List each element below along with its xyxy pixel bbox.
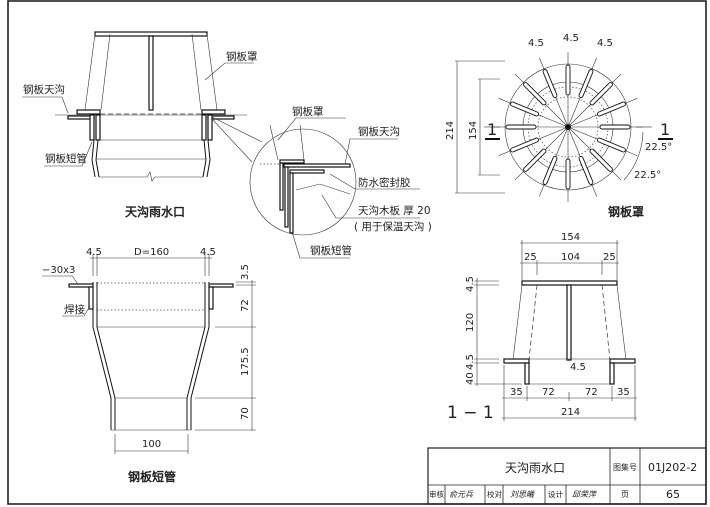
cover-slot <box>523 148 547 172</box>
cover-slot <box>565 64 571 96</box>
cover-slot <box>599 124 631 130</box>
label-pipe: 钢板短管 <box>45 152 87 165</box>
detail-label-board: 天沟木板 厚 20 <box>358 204 431 217</box>
page-label: 页 <box>621 490 629 499</box>
cover-slot <box>505 124 537 130</box>
cover-slot <box>510 137 540 153</box>
dim-b4: 35 <box>617 387 630 398</box>
dim-taper: 175.5 <box>240 347 251 376</box>
slot-width-2: 4.5 <box>563 33 579 44</box>
cover-slot <box>589 82 613 106</box>
center-hub <box>565 124 571 130</box>
short-pipe-title: 钢板短管 <box>128 469 176 484</box>
detail-label-cover: 钢板罩 <box>292 105 324 118</box>
title-block: 天沟雨水口 图集号 01J202-2 审核 俞元兵 校对 刘思曦 设计 邱荣萍 … <box>427 447 707 505</box>
check-signature: 刘思曦 <box>510 490 535 499</box>
slot-width-1: 4.5 <box>528 38 544 49</box>
dim-diameter: D=160 <box>134 247 169 258</box>
detail-label-gutter: 钢板天沟 <box>358 125 400 138</box>
cover-slot <box>542 69 558 99</box>
design-signature: 邱荣萍 <box>572 490 598 499</box>
cover-stem <box>148 35 154 111</box>
angle-label-1: 22.5° <box>645 142 672 153</box>
cover-slot <box>578 155 594 185</box>
cover-slot <box>523 82 547 106</box>
detail-label-sealant: 防水密封胶 <box>358 176 411 189</box>
detail-view: 钢板罩 钢板天沟 防水密封胶 天沟木板 厚 20 ( 用于保温天沟 ) 钢板短管 <box>249 105 432 259</box>
atlas-no: 01J202-2 <box>648 461 697 474</box>
short-pipe-view: 4.5 D=160 4.5 −30x3 焊接 3.5 72 175.5 70 1… <box>42 247 256 484</box>
dim-plate-bottom: 4.5 <box>465 354 476 370</box>
dim-stem: 4.5 <box>570 362 586 373</box>
weld-label: 焊接 <box>64 303 85 316</box>
sheet-border <box>7 0 707 505</box>
dim-top: 3.5 <box>240 264 251 280</box>
dim-outer: 214 <box>445 121 456 140</box>
section-mark-right: 1 <box>660 120 670 139</box>
check-label: 校对 <box>487 489 502 499</box>
cover-slot <box>596 137 626 153</box>
cover-slot <box>596 101 626 117</box>
design-label: 设计 <box>548 489 563 499</box>
dim-b1: 35 <box>510 387 523 398</box>
cover-slot <box>565 158 571 190</box>
section-mark-left: 1 <box>487 120 497 139</box>
dim-inner: 154 <box>468 121 479 140</box>
dim-height: 120 <box>465 313 476 332</box>
section-title: 1 − 1 <box>447 403 494 423</box>
review-label: 审核 <box>429 489 444 499</box>
drawing-name: 天沟雨水口 <box>505 461 565 475</box>
atlas-no-label: 图集号 <box>613 462 637 472</box>
dim-plate-top: 4.5 <box>465 276 476 292</box>
dim-b3: 72 <box>585 387 598 398</box>
dim-bottom-total: 214 <box>561 407 580 418</box>
page-number: 65 <box>666 488 680 501</box>
section-view: 154 25 104 25 4.5 120 4.5 40 4.5 35 72 7… <box>447 232 637 423</box>
dim-top-total: 154 <box>561 232 580 243</box>
break-line <box>99 171 203 182</box>
flat-bar-label: −30x3 <box>42 265 75 276</box>
cover-plan-view: 214 154 1 1 22.5° 22.5° 4.5 4.5 4.5 钢板罩 <box>445 33 673 219</box>
dim-wall-right: 4.5 <box>200 247 216 258</box>
dim-leg: 40 <box>465 372 476 385</box>
dim-top-left: 25 <box>524 252 537 263</box>
detail-label-pipe: 钢板短管 <box>310 244 352 257</box>
dim-top-right: 25 <box>603 252 616 263</box>
review-signature: 俞元兵 <box>449 490 474 499</box>
angle-label-2: 22.5° <box>634 170 661 181</box>
detail-label-board-note: ( 用于保温天沟 ) <box>354 220 432 233</box>
cover-slot <box>578 69 594 99</box>
label-cover: 钢板罩 <box>226 50 258 63</box>
cover-slot <box>542 155 558 185</box>
cover-slot <box>510 101 540 117</box>
dim-lower: 70 <box>240 407 251 420</box>
label-gutter: 钢板天沟 <box>23 83 65 96</box>
cover-slot <box>589 148 613 172</box>
gutter-outlet-title: 天沟雨水口 <box>125 204 185 219</box>
gutter-outlet-view: 钢板罩 钢板天沟 钢板短管 天沟雨水口 <box>22 31 263 219</box>
dim-top-mid: 104 <box>561 252 580 263</box>
dim-bottom-width: 100 <box>142 439 161 450</box>
dim-b2: 72 <box>542 387 555 398</box>
cover-plan-title: 钢板罩 <box>608 204 644 219</box>
dim-upper: 72 <box>240 299 251 312</box>
slot-width-3: 4.5 <box>597 38 613 49</box>
dim-wall-left: 4.5 <box>86 247 102 258</box>
